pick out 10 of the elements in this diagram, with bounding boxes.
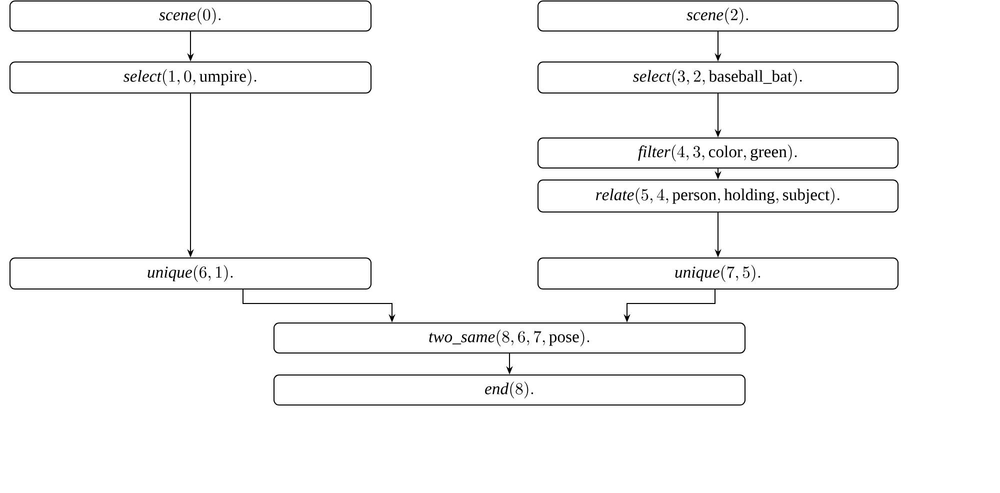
process-box: $\mathit{filter}(4, 3, \mathrm{color}, \mathrm{green}).$ — [538, 138, 898, 168]
process-box: $\mathit{relate}(5, 4, \mathrm{person}, \mathrm{holding}, \mathrm{subject}).$ — [538, 180, 898, 212]
process-box: $\mathit{scene}(2).$ — [538, 0, 898, 32]
process-box: $\mathit{end}(8).$ — [274, 374, 746, 406]
process-box: $\mathit{unique}(7, 5).$ — [538, 258, 898, 290]
process-box: $\mathit{two\_same}(8, 6, 7, \mathrm{pose}).$ — [274, 322, 746, 354]
process-box: $\mathit{unique}(6, 1).$ — [10, 258, 372, 290]
process-box: $\mathit{select}(3, 2, \mathrm{baseball\_bat}).$ — [538, 62, 898, 94]
process-box: $\mathit{select}(1, 0, \mathrm{umpire}).$ — [10, 62, 372, 94]
process-box: $\mathit{scene}(0).$ — [10, 0, 372, 32]
